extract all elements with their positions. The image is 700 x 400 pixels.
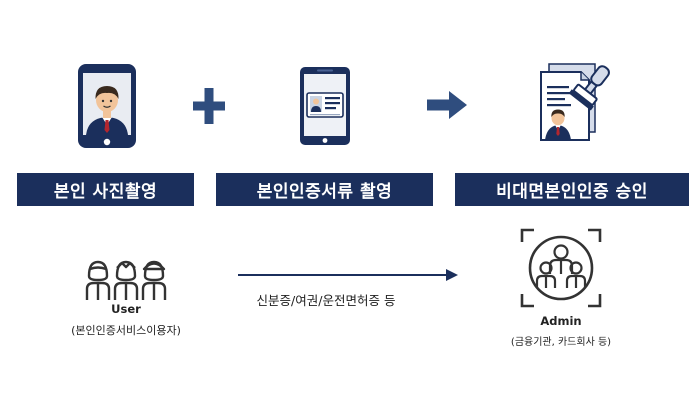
step-3-label: 비대면본인인증 승인 [496,182,648,202]
step-1-banner: 본인 사진촬영 [17,173,194,206]
flow-label: 신분증/여권/운전면허증 등 [256,293,396,308]
tablet-id-card-icon [300,67,350,145]
user-group-icon [85,260,167,300]
admin-subtitle: (금융기관, 카드회사 등) [510,337,612,348]
flow-arrow [238,269,458,281]
user-subtitle: (본인인증서비스이용자) [71,324,181,337]
approval-stamp-document-icon [540,63,610,141]
smartphone-selfie-icon [78,64,136,148]
right-arrow-icon [427,91,467,119]
admin-title: Admin [540,314,582,328]
step-3-banner: 비대면본인인증 승인 [455,173,689,206]
step-2-label: 본인인증서류 촬영 [256,182,393,202]
plus-icon [193,88,225,124]
admin-group-focus-icon [520,228,602,308]
user-title: User [111,302,141,316]
step-2-banner: 본인인증서류 촬영 [216,173,433,206]
step-1-label: 본인 사진촬영 [53,182,158,202]
